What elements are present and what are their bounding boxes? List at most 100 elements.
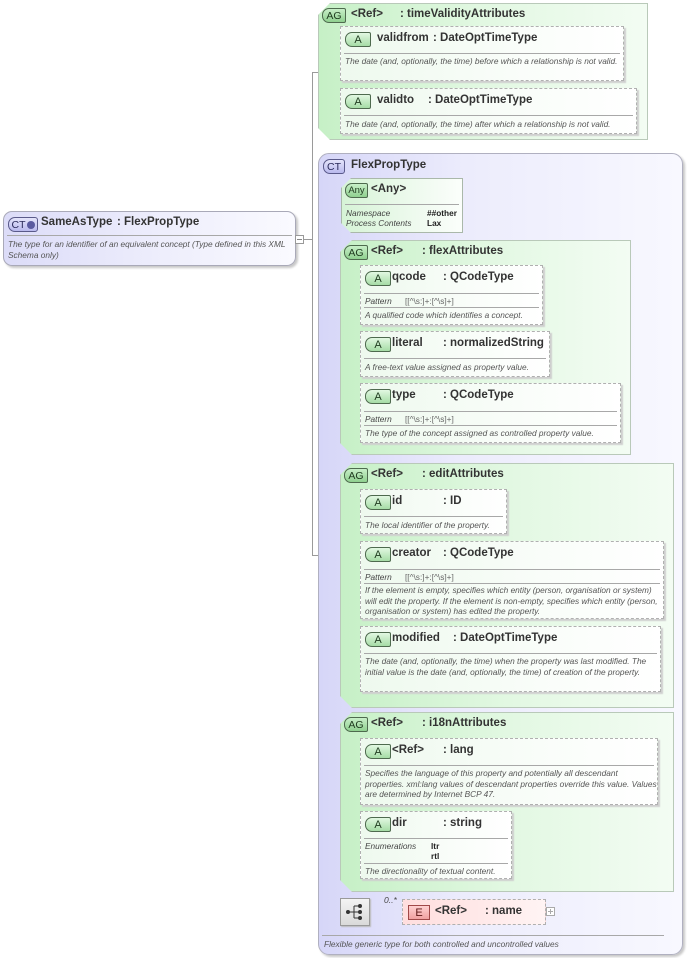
divider — [345, 204, 459, 205]
pattern-value: [[^\s:]+:[^\s]+] — [405, 296, 454, 306]
attribute-creator[interactable]: A creator : QCodeType Pattern [[^\s:]+:[… — [360, 541, 664, 619]
attribute-name: <Ref> — [392, 744, 424, 756]
any-wildcard[interactable]: Any <Any> Namespace ##other Process Cont… — [341, 178, 463, 233]
attribute-name: dir — [392, 817, 407, 829]
attribute-documentation: A free-text value assigned as property v… — [365, 362, 529, 372]
attribute-literal[interactable]: A literal : normalizedString A free-text… — [360, 331, 550, 377]
attribute-type: : QCodeType — [443, 271, 514, 283]
complex-type-badge: CT — [8, 217, 38, 232]
ref-label: <Ref> — [371, 245, 403, 257]
attribute-name: validto — [377, 94, 415, 106]
divider — [364, 293, 539, 294]
ref-label: <Ref> — [351, 8, 383, 20]
attribute-documentation: The date (and, optionally, the time) whe… — [365, 656, 647, 677]
pattern-value: [[^\s:]+:[^\s]+] — [405, 414, 454, 424]
divider — [364, 358, 546, 359]
divider — [364, 583, 660, 584]
attribute-documentation: The type of the concept assigned as cont… — [365, 428, 594, 438]
attribute-documentation: Specifies the language of this property … — [365, 768, 657, 799]
sequence-compositor[interactable] — [340, 898, 370, 926]
connector — [312, 72, 313, 555]
group-name: : timeValidityAttributes — [400, 8, 526, 20]
collapse-toggle[interactable] — [295, 235, 304, 244]
attribute-badge: A — [345, 94, 371, 109]
ref-label: <Ref> — [371, 717, 403, 729]
attribute-type: : QCodeType — [443, 389, 514, 401]
attribute-documentation: The local identifier of the property. — [365, 520, 490, 530]
attribute-qcode[interactable]: A qcode : QCodeType Pattern [[^\s:]+:[^\… — [360, 265, 543, 325]
type-name: SameAsType — [41, 216, 113, 228]
attribute-badge: A — [365, 632, 391, 647]
divider — [364, 411, 617, 412]
process-contents-value: Lax — [427, 218, 442, 228]
attribute-documentation: A qualified code which identifies a conc… — [365, 310, 523, 320]
divider — [344, 53, 620, 54]
enumerations-label: Enumerations — [365, 841, 417, 851]
divider — [364, 425, 617, 426]
attribute-name: literal — [392, 337, 423, 349]
divider — [364, 307, 539, 308]
attribute-validfrom[interactable]: A validfrom : DateOptTimeType The date (… — [340, 26, 624, 81]
attribute-lang[interactable]: A <Ref> : lang Specifies the language of… — [360, 738, 658, 805]
attribute-badge: A — [365, 817, 391, 832]
sameastype-complex-type[interactable]: CT SameAsType : FlexPropType The type fo… — [3, 211, 296, 266]
attribute-group-badge: AG — [344, 717, 368, 732]
divider — [364, 838, 508, 839]
namespace-value: ##other — [427, 208, 457, 218]
attribute-documentation: The date (and, optionally, the time) bef… — [345, 56, 618, 66]
attribute-name: creator — [392, 547, 431, 559]
namespace-label: Namespace — [346, 208, 391, 218]
attribute-name: id — [392, 495, 403, 507]
attribute-badge: A — [365, 271, 391, 286]
attribute-id[interactable]: A id : ID The local identifier of the pr… — [360, 489, 507, 534]
divider — [364, 863, 508, 864]
attribute-name: validfrom — [377, 32, 429, 44]
pattern-label: Pattern — [365, 414, 392, 424]
any-name: <Any> — [371, 183, 407, 195]
element-badge: E — [408, 905, 430, 920]
attribute-documentation: If the element is empty, specifies which… — [365, 585, 658, 616]
type-base: : FlexPropType — [117, 216, 200, 228]
attribute-badge: A — [345, 32, 371, 47]
group-name: : flexAttributes — [422, 245, 504, 257]
attribute-group-i18nattributes[interactable]: AG <Ref> : i18nAttributes A <Ref> : lang… — [340, 712, 677, 895]
type-documentation: Flexible generic type for both controlle… — [324, 939, 559, 949]
attribute-type: : lang — [443, 744, 474, 756]
enum-value: ltr — [431, 841, 440, 851]
attribute-type: : DateOptTimeType — [428, 94, 533, 106]
element-name[interactable]: E <Ref> : name — [402, 899, 546, 925]
pattern-value: [[^\s:]+:[^\s]+] — [405, 572, 454, 582]
complex-type-badge: CT — [323, 159, 345, 174]
group-name: : editAttributes — [422, 468, 504, 480]
attribute-validto[interactable]: A validto : DateOptTimeType The date (an… — [340, 88, 637, 134]
attribute-badge: A — [365, 389, 391, 404]
attribute-group-badge: AG — [322, 8, 346, 23]
attribute-badge: A — [365, 547, 391, 562]
attribute-documentation: The directionality of textual content. — [365, 866, 496, 876]
pattern-label: Pattern — [365, 572, 392, 582]
process-contents-label: Process Contents — [346, 218, 412, 228]
type-name: FlexPropType — [351, 159, 427, 171]
attribute-modified[interactable]: A modified : DateOptTimeType The date (a… — [360, 626, 661, 692]
attribute-type: : string — [443, 817, 482, 829]
group-name: : i18nAttributes — [422, 717, 507, 729]
attribute-group-editattributes[interactable]: AG <Ref> : editAttributes A id : ID The … — [340, 463, 677, 711]
attribute-type: : DateOptTimeType — [453, 632, 558, 644]
attribute-documentation: The date (and, optionally, the time) aft… — [345, 119, 611, 129]
attribute-group-flexattributes[interactable]: AG <Ref> : flexAttributes A qcode : QCod… — [340, 240, 634, 458]
attribute-type: : ID — [443, 495, 462, 507]
element-type: : name — [485, 905, 523, 917]
divider — [364, 569, 660, 570]
attribute-name: qcode — [392, 271, 426, 283]
expand-toggle[interactable] — [546, 907, 555, 916]
attribute-badge: A — [365, 495, 391, 510]
sequence-icon — [346, 904, 362, 920]
attribute-dir[interactable]: A dir : string Enumerations ltr rtl The … — [360, 811, 512, 879]
badge-label: CT — [11, 219, 26, 231]
attribute-group-timevalidity[interactable]: AG <Ref> : timeValidityAttributes A vali… — [318, 3, 651, 143]
attribute-type[interactable]: A type : QCodeType Pattern [[^\s:]+:[^\s… — [360, 383, 621, 443]
attribute-type: : normalizedString — [443, 337, 544, 349]
type-documentation: The type for an identifier of an equival… — [8, 239, 286, 260]
enum-value: rtl — [431, 851, 440, 861]
plus-circle-icon — [26, 221, 35, 229]
